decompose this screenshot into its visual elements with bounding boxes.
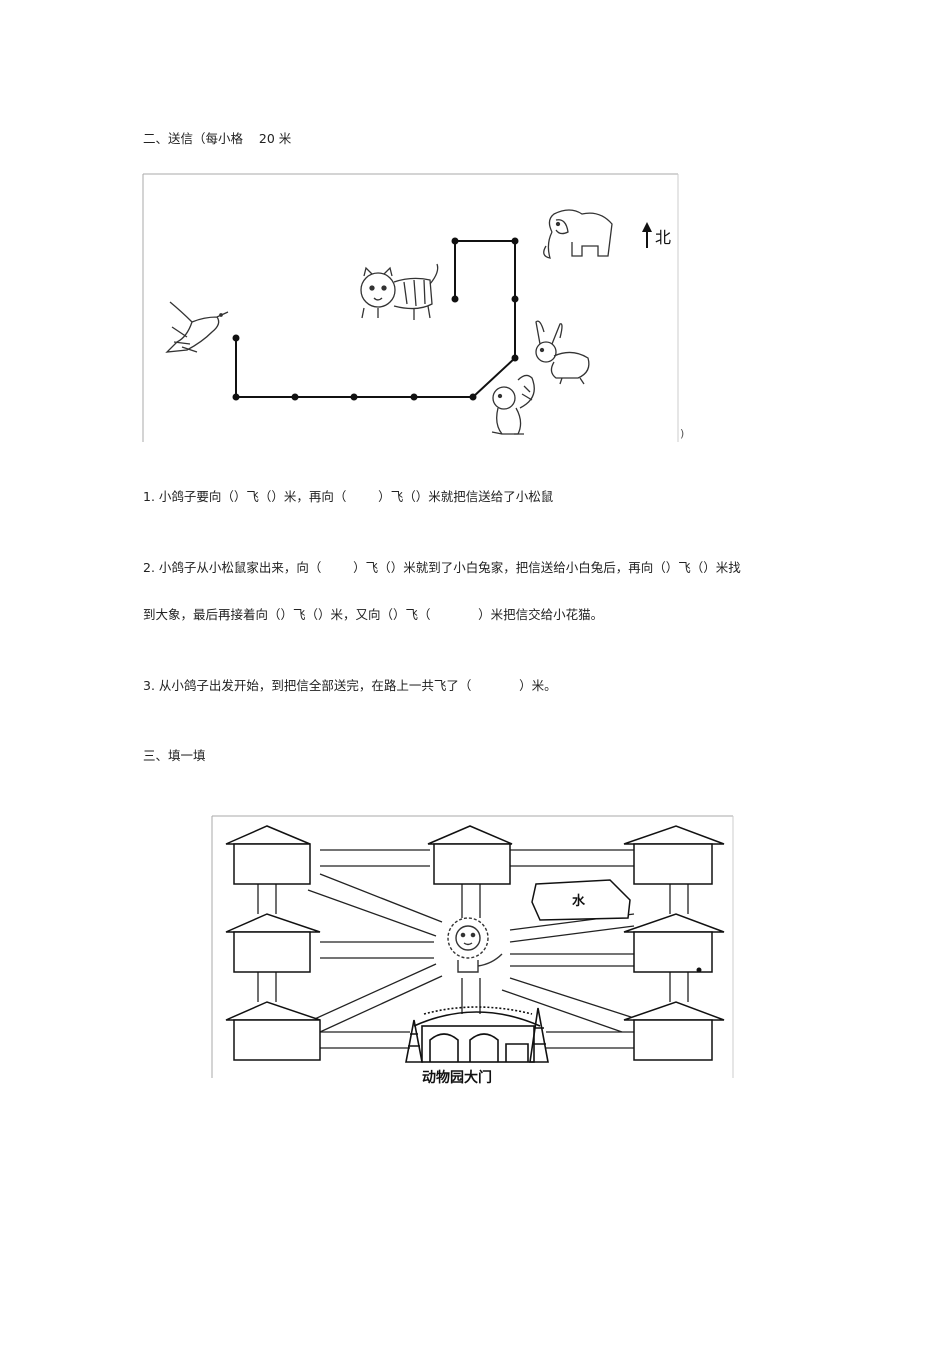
gate-label: 动物园大门 (422, 1069, 492, 1086)
pigeon-icon (165, 301, 229, 353)
question-2-line-1: 2. 小鸽子从小松鼠家出来，向（ ）飞（）米就到了小白兔家，把信送给小白兔后，再… (143, 560, 741, 575)
question-1: 1. 小鸽子要向（）飞（）米，再向（ ）飞（）米就把信送给了小松鼠 (143, 489, 554, 504)
zoo-gate-icon (405, 1006, 549, 1063)
stray-paren: ) (680, 427, 684, 440)
question-2-line-2: 到大象，最后再接着向（）飞（）米，又向（）飞（ ）米把信交给小花猫。 (143, 607, 604, 622)
section3-heading: 三、填一填 (143, 748, 206, 763)
zoo-enclosures (225, 825, 725, 1061)
zoo-map-figure: 水 动物园大门 (211, 815, 734, 1086)
zoo-roads (257, 849, 689, 1049)
route-path (235, 240, 516, 398)
tiger-icon (360, 263, 439, 320)
enclosure-bottom-left (225, 1001, 321, 1061)
section2-heading: 二、送信（每小格 20 米 (143, 131, 292, 146)
elephant-icon (543, 209, 613, 259)
route-dots (232, 237, 519, 401)
enclosure-top-left (225, 825, 311, 885)
enclosure-bottom-right (623, 1001, 725, 1061)
north-label: 北 (655, 228, 671, 247)
enclosure-middle-right (623, 913, 725, 973)
north-arrow-icon (642, 222, 652, 248)
question-3: 3. 从小鸽子出发开始，到把信全部送完，在路上一共飞了（ ）米。 (143, 678, 557, 693)
enclosure-top-right (623, 825, 725, 885)
lion-icon (447, 917, 503, 973)
route-map-figure: 北 ) (142, 173, 684, 442)
water-label: 水 (572, 893, 586, 909)
water-pond (531, 879, 631, 921)
rabbit-icon (535, 320, 590, 385)
enclosure-middle-left (225, 913, 321, 973)
squirrel-icon (491, 374, 535, 435)
enclosure-top-center (427, 825, 513, 885)
